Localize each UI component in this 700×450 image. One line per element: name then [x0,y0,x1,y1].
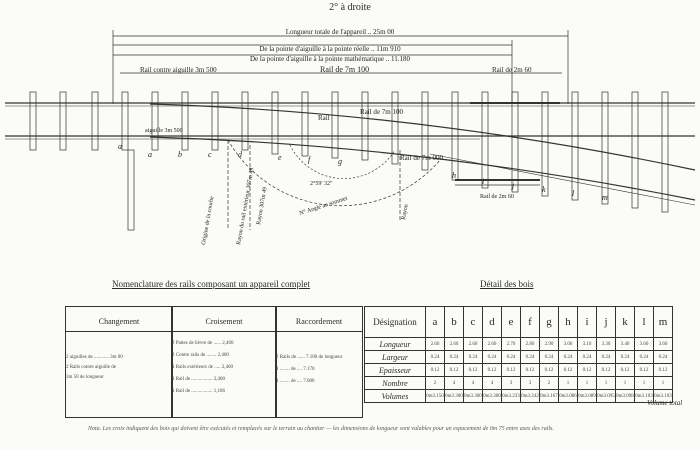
nota-text: Nota. Les croix indiquent des bois qui d… [88,426,554,432]
column-letter: e [501,306,521,338]
svg-text:h: h [452,171,456,180]
nomenclature-changement: Changement 2 aiguilles de ............ 3… [65,306,173,418]
label-origine-courbe: Origine de la courbe [201,196,216,246]
page-title: 2° à droite [329,2,371,13]
volume-total-label: Volume total [647,399,683,407]
table-header-row: Désignation a b c d e f g h i j k l m [364,306,673,338]
svg-text:j: j [511,181,515,190]
svg-text:a: a [148,150,152,159]
label-rail-260: Rail de 2m 60 [492,66,532,74]
bois-title: Détail des bois [480,279,534,289]
dim-total-text: Longueur totale de l'appareil .. 25m 00 [286,28,395,36]
column-letter: l [634,306,654,338]
svg-text:m: m [602,193,608,202]
nomenclature-header: Croisement [205,317,243,326]
rail-diverging-inner [149,103,696,171]
nomenclature-header: Changement [98,317,140,326]
label-rayon-ext: Rayon du rail extérieur 307m 49 [236,167,255,245]
nomenclature-raccordement: Raccordement 2 Rails de ...... 7.100 de … [275,306,363,418]
label-angle-value: 2°59' 32" [310,180,333,187]
column-letter: a [425,306,445,338]
svg-text:g: g [338,157,342,166]
curve-radius-arc [227,139,441,207]
svg-text:k: k [542,185,546,194]
rail-diverging-outer [149,136,696,201]
column-letter: f [520,306,540,338]
designation-header: Désignation [364,306,426,338]
label-rail-left: Rail [318,114,330,122]
svg-text:a: a [118,142,122,151]
svg-text:f: f [308,155,312,164]
column-letter: i [577,306,597,338]
svg-text:d: d [238,150,243,159]
svg-text:e: e [278,153,282,162]
label-aiguille: aiguille 3m 500 [145,128,183,134]
label-rail-mid: Rail de 7m 100 [360,108,403,116]
nomenclature-title: Nomenclature des rails composant un appa… [112,279,310,289]
nomenclature-header: Raccordement [295,317,343,326]
sleeper-letters: a a b c d e f g h i j k l m [118,142,608,202]
column-letter: c [463,306,483,338]
dim-pointe-reelle-text: De la pointe d'aiguille à la pointe réel… [259,45,401,53]
svg-text:i: i [482,177,484,186]
nomenclature-croisement: Croisement 2 Pattes de lièvre de ...... … [171,306,277,418]
column-letter: m [653,306,673,338]
column-letter: k [615,306,635,338]
svg-text:c: c [208,150,212,159]
label-rayon-right: Rayon [401,204,410,220]
column-letter: d [482,306,502,338]
label-rail-short: Rail de 2m 60 [480,194,514,200]
dim-pointe-math-text: De la pointe d'aiguille à la pointe math… [250,55,411,63]
column-letter: b [444,306,464,338]
column-letter: j [596,306,616,338]
label-rail-7100: Rail de 7m 100 [320,65,369,74]
svg-text:l: l [572,189,575,198]
bois-table: Désignation a b c d e f g h i j k l m Lo… [364,306,673,403]
label-rail-7000: Rail de 7m 000 [400,154,443,162]
label-rail-contre-aiguille: Rail contre aiguille 3m 500 [140,66,217,74]
sleepers [29,91,669,213]
switch-diagram: Longueur totale de l'appareil .. 25m 00 … [5,28,696,246]
column-letter: h [558,306,578,338]
label-rayon: Rayon 307m 49 [256,187,269,226]
column-letter: g [539,306,559,338]
svg-text:b: b [178,150,182,159]
